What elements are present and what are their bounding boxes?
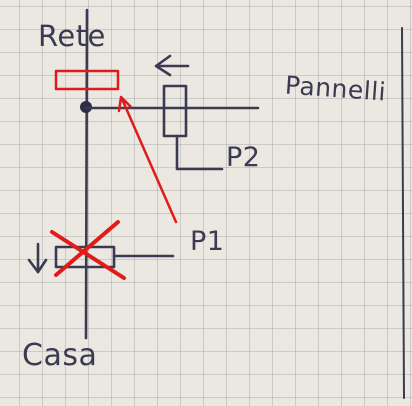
red-cross-stroke-1 xyxy=(50,230,126,280)
label-panels: Pannelli xyxy=(284,70,388,107)
down-arrow-head xyxy=(27,258,48,274)
red-cross-stroke-2 xyxy=(54,220,120,277)
label-p2: P2 xyxy=(226,142,261,173)
label-grid: Rete xyxy=(38,19,106,53)
red-pointer-arrow-head xyxy=(117,95,133,113)
left-arrow-head xyxy=(154,54,172,77)
label-p1: P1 xyxy=(190,226,225,257)
page-edge-line xyxy=(401,27,405,399)
switch-p2 xyxy=(162,84,188,138)
p2-leader-line xyxy=(175,134,224,171)
red-new-switch-box xyxy=(54,69,120,91)
main-vertical-line xyxy=(84,8,89,340)
label-house: Casa xyxy=(22,338,98,373)
red-pointer-arrow-shaft xyxy=(120,97,178,224)
